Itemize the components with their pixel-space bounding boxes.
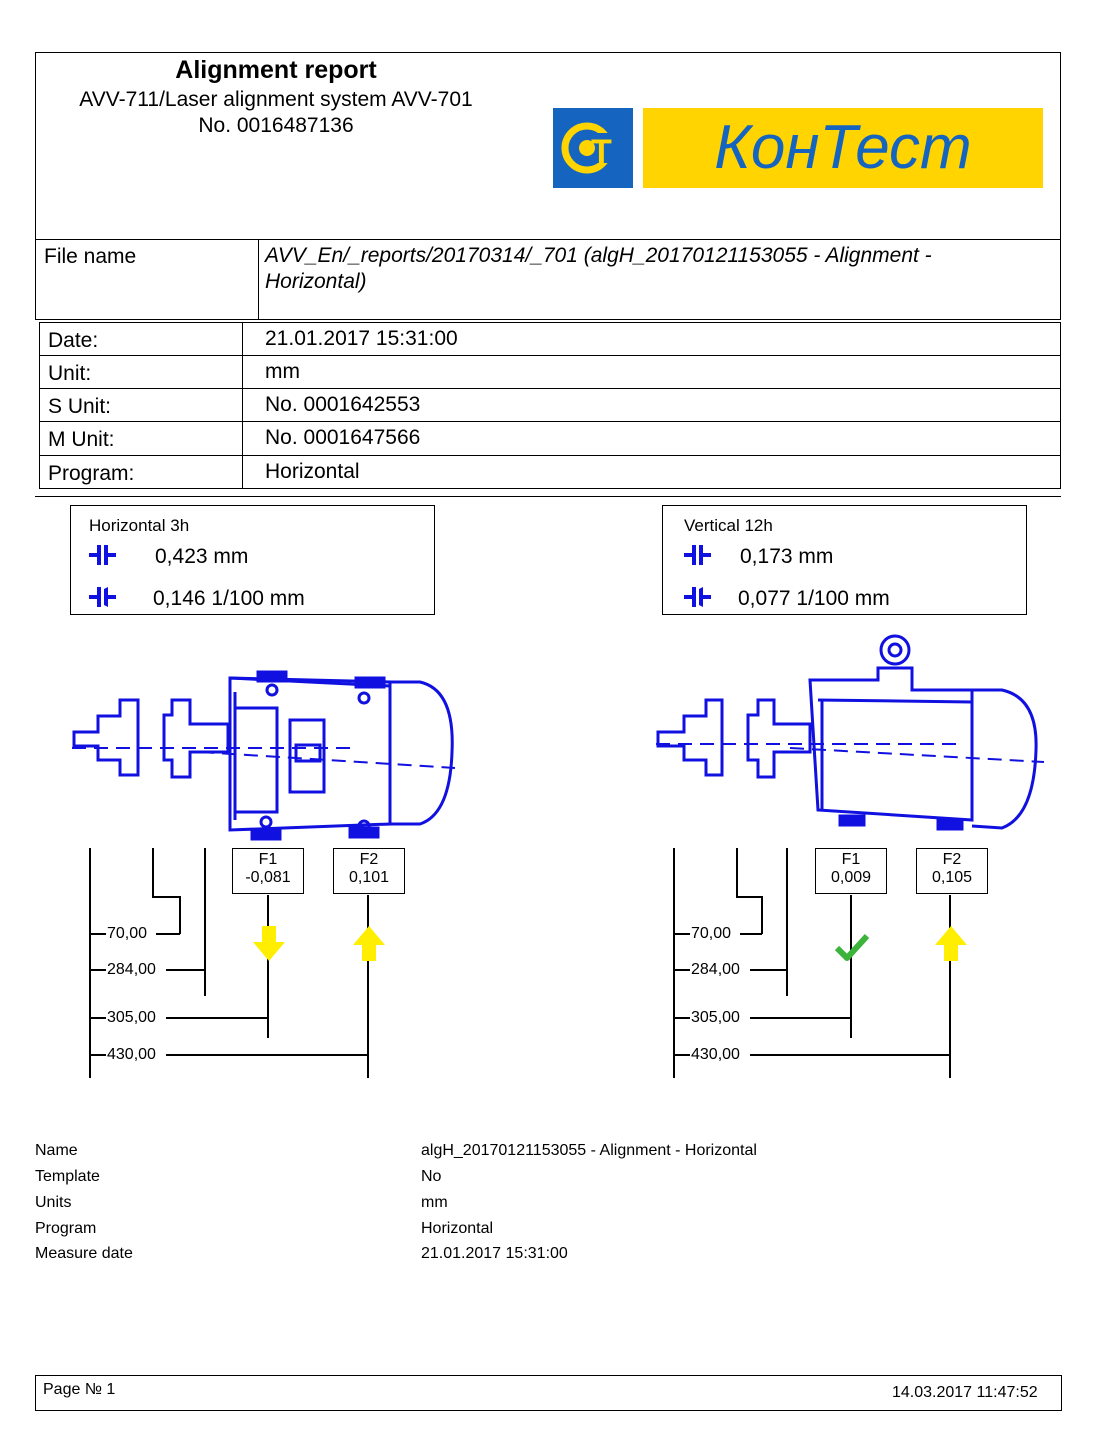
m-unit-value: No. 0001647566 — [265, 426, 421, 449]
down-arrow-icon — [253, 926, 285, 961]
angle-icon — [684, 587, 711, 607]
horizontal-result-box: Horizontal 3h 0,423 mm 0,146 1/100 mm — [70, 505, 435, 615]
up-arrow-icon — [353, 926, 385, 961]
file-name-line2: Horizontal) — [265, 270, 367, 293]
page-footer — [35, 1375, 1062, 1411]
kontest-logo: T КонТест — [553, 108, 1043, 188]
vertical-alignment-diagram — [656, 634, 1045, 1078]
file-name-line1: AVV_En/_reports/20170314/_701 (algH_2017… — [265, 244, 932, 267]
horizontal-alignment-diagram — [72, 670, 456, 1078]
h-foot-f2: F2 0,101 — [333, 848, 405, 894]
footer-timestamp: 14.03.2017 11:47:52 — [892, 1384, 1038, 1401]
v-dim-70: 70,00 — [691, 925, 732, 942]
h-dim-430: 430,00 — [107, 1046, 156, 1063]
info-measure-date-value: 21.01.2017 15:31:00 — [421, 1245, 568, 1262]
h-dim-284: 284,00 — [107, 961, 156, 978]
unit-value: mm — [265, 360, 300, 383]
vertical-machine-drawing — [656, 634, 1045, 831]
horizontal-title: Horizontal 3h — [89, 516, 190, 535]
info-program-label: Program — [35, 1220, 97, 1237]
report-title: Alignment report — [175, 56, 377, 84]
offset-icon — [89, 545, 116, 565]
file-name-label: File name — [44, 245, 137, 268]
v-foot-f2: F2 0,105 — [916, 848, 988, 894]
h-dim-305: 305,00 — [107, 1009, 156, 1026]
program-value: Horizontal — [265, 460, 360, 483]
info-name-label: Name — [35, 1142, 78, 1159]
vertical-title: Vertical 12h — [684, 516, 773, 535]
v-dim-305: 305,00 — [691, 1009, 740, 1026]
details-table — [39, 322, 1061, 489]
date-label: Date: — [48, 329, 99, 352]
svg-text:T: T — [591, 133, 612, 171]
page-number: Page № 1 — [43, 1381, 116, 1398]
angle-icon — [89, 587, 116, 607]
v-foot-f1: F1 0,009 — [815, 848, 887, 894]
report-number: No. 0016487136 — [198, 114, 354, 137]
program-label: Program: — [48, 462, 135, 485]
s-unit-label: S Unit: — [48, 395, 112, 418]
vertical-angle: 0,077 1/100 mm — [738, 587, 890, 610]
logo-text: КонТест — [714, 113, 972, 182]
horizontal-offset: 0,423 mm — [155, 545, 249, 568]
checkmark-icon — [834, 933, 870, 961]
info-template-value: No — [421, 1168, 442, 1185]
vertical-result-box: Vertical 12h 0,173 mm 0,077 1/100 mm — [662, 505, 1027, 615]
info-units-value: mm — [421, 1194, 448, 1211]
info-name-value: algH_20170121153055 - Alignment - Horizo… — [421, 1142, 757, 1159]
horizontal-machine-drawing — [72, 670, 456, 841]
offset-icon — [684, 545, 711, 565]
h-foot-f1: F1 -0,081 — [232, 848, 304, 894]
file-name-row — [35, 239, 1061, 320]
info-measure-date-label: Measure date — [35, 1245, 133, 1262]
v-dim-284: 284,00 — [691, 961, 740, 978]
info-template-label: Template — [35, 1168, 100, 1185]
vertical-offset: 0,173 mm — [740, 545, 834, 568]
h-dim-70: 70,00 — [107, 925, 148, 942]
horizontal-angle: 0,146 1/100 mm — [153, 587, 305, 610]
v-dim-430: 430,00 — [691, 1046, 740, 1063]
report-subtitle: AVV-711/Laser alignment system AVV-701 — [79, 88, 473, 111]
info-units-label: Units — [35, 1194, 72, 1211]
m-unit-label: M Unit: — [48, 428, 115, 451]
date-value: 21.01.2017 15:31:00 — [265, 327, 458, 350]
unit-label: Unit: — [48, 362, 92, 385]
up-arrow-icon — [935, 926, 967, 961]
info-program-value: Horizontal — [421, 1220, 494, 1237]
logo-ct-icon: T — [561, 122, 628, 174]
s-unit-value: No. 0001642553 — [265, 393, 421, 416]
